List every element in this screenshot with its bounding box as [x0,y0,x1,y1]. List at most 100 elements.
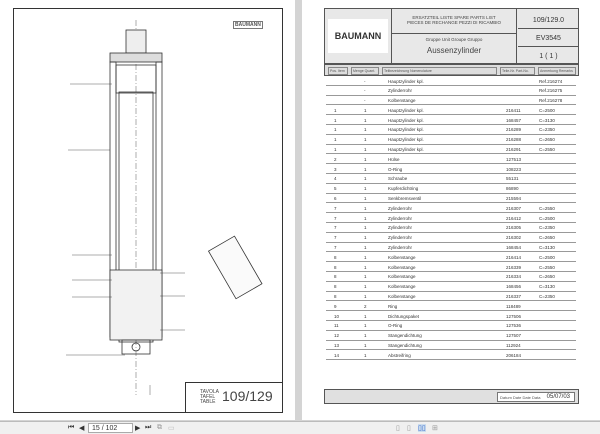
single-page-icon[interactable]: ▯ [396,425,400,432]
cell-qty: 1 [364,294,367,300]
cell-part: 216339 [506,264,522,270]
col-part: Teile-Nr. Part-No. [500,67,535,75]
group-name: Aussenzylinder [426,46,482,55]
cell-pos: 1 [334,117,337,123]
parts-list-header: BAUMANN ERSATZTEIL LISTE SPARE PARTS LIS… [324,8,579,65]
table-number: 109/129 [222,388,273,404]
cell-pos: 8 [334,294,337,300]
last-page-icon[interactable]: ⏭ [145,424,152,431]
cell-pos: 5 [334,186,337,192]
cell-qty: 1 [364,147,367,153]
cell-qty: 1 [364,196,367,202]
cell-name: Zylinderrohr [388,215,413,221]
cell-qty: 1 [364,254,367,260]
label-tafel: TAFEL [200,394,216,400]
cell-pos: 9 [334,303,337,309]
cell-pos: 8 [334,284,337,290]
cell-qty: 1 [364,176,367,182]
cell-name: Kolbenstange [388,254,416,260]
col-remarks: Anmerkung Remarks [538,67,576,75]
drawing-frame [13,8,283,413]
cell-remarks: C=2550 [539,147,555,153]
first-page-icon[interactable]: ⏮ [68,424,75,431]
sheet: 1 ( 1 ) [539,53,558,60]
cell-name: Kolbenstange [388,98,416,104]
cell-qty: 1 [364,264,367,270]
cell-part: 55131 [506,176,519,182]
cell-qty: 1 [364,205,367,211]
cell-part: 216412 [506,215,522,221]
cell-name: Senkbremsventil [388,196,422,202]
cell-qty: 1 [364,274,367,280]
cell-pos: 12 [334,333,340,339]
cell-name: Stangendichtung [388,343,422,349]
cell-remarks: C=2350 [539,127,555,133]
page-number-input[interactable]: 15 / 102 [88,423,133,433]
footer-label: Datum Date Date Data [500,395,541,400]
cell-qty: 1 [364,245,367,251]
cell-pos: 8 [334,254,337,260]
prev-page-icon[interactable]: ◀ [79,425,85,432]
select-icon[interactable]: ▭ [168,425,175,432]
cell-part: 168457 [506,117,522,123]
cell-part: 216334 [506,274,522,280]
cell-part: 108223 [506,166,522,172]
cell-remarks: Ref.216275 [539,88,563,94]
cell-pos: 3 [334,166,337,172]
table-row: -Hauptzylinder kpl.Ref.216274 [326,76,576,86]
cell-remarks: C=3130 [539,117,555,123]
cell-pos: 13 [334,343,340,349]
cell-pos: 11 [334,323,339,329]
fit-icon[interactable]: ⊞ [432,425,438,432]
continuous-icon[interactable]: ▯ [407,425,411,432]
model: EV3545 [536,35,561,42]
cell-remarks: C=3130 [539,245,555,251]
copy-icon[interactable]: ⧉ [157,424,162,431]
cell-qty: - [364,98,366,104]
cell-qty: 1 [364,117,367,123]
brand-logo-small: BAUMANN [233,21,263,29]
cell-part: 216288 [506,137,522,143]
table-row: - Kolbenstange Ref.216278 [326,96,576,106]
cell-part: 206184 [506,352,522,358]
column-headers: Pos. Item Menge Quant. Teilbezeichnung N… [324,64,579,76]
cylinder-drawing [66,20,263,395]
table-no: 109/129.0 [532,17,565,24]
cell-qty: 1 [364,225,367,231]
cell-part: 127507 [506,333,522,339]
cell-pos: 14 [334,352,340,358]
cell-pos: 8 [334,274,337,280]
cell-remarks: C=2650 [539,137,555,143]
cell-name: Kupferdichtring [388,186,419,192]
cell-qty: 1 [364,313,367,319]
cell-remarks: Ref.216278 [539,98,563,104]
two-page-icon[interactable]: ▯▯ [418,424,426,432]
cell-qty: 1 [364,352,367,358]
cell-name: Stangendichtung [388,333,422,339]
cell-part: 215594 [506,196,522,202]
cell-qty: - [364,78,366,84]
parts-table: -Hauptzylinder kpl.Ref.216274-Zylinderro… [326,76,576,361]
cell-name: Kolbenstange [388,274,416,280]
cell-name: Kolbenstange [388,264,416,270]
cell-remarks: C=2650 [539,235,555,241]
cell-remarks: C=2550 [539,205,555,211]
cell-part: 127513 [506,156,522,162]
next-page-icon[interactable]: ▶ [135,425,141,432]
cell-part: 127506 [506,313,522,319]
cell-part: 127536 [506,323,522,329]
cell-part: 168454 [506,245,522,251]
